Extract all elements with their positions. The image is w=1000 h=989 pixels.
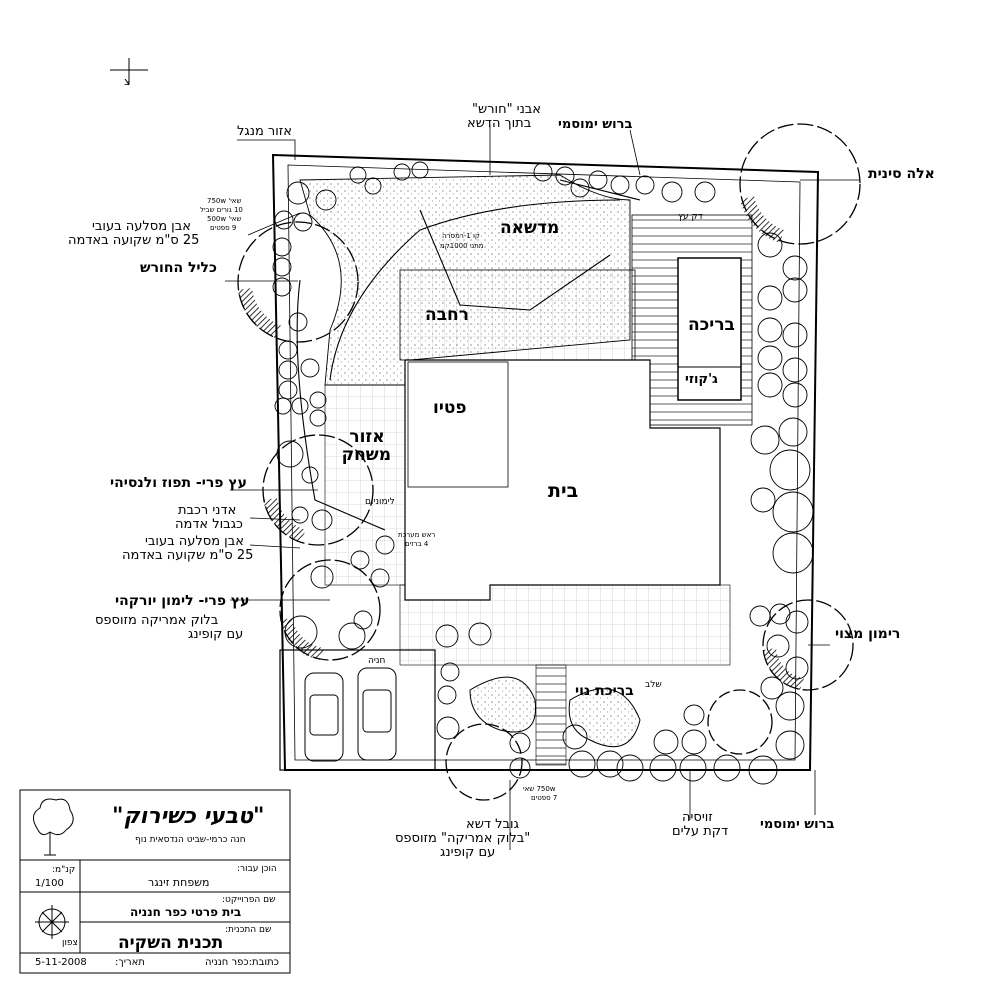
- flow-note-4: 9 ספטים: [210, 224, 237, 232]
- bbq-area-label: אזור מנגל: [237, 124, 292, 139]
- firm-name: "טבעי כשירוק": [112, 804, 265, 829]
- play-area-label: אזור משחק: [341, 427, 391, 465]
- pool-label: בריכה: [688, 315, 735, 335]
- tree-logo-icon: [33, 798, 74, 856]
- shrub-circles: [272, 161, 814, 785]
- site-boundary: [271, 153, 820, 771]
- lawn-sprinklers-line2: מתני 1000קמ: [440, 242, 484, 250]
- plan-label: שם התכנית:: [225, 925, 272, 935]
- orange-tree-label: עץ פרי- תפוז ולנסיהי: [110, 475, 247, 491]
- scale-label: קנ"מ:: [52, 865, 76, 875]
- date-value: 5-11-2008: [35, 957, 87, 968]
- stepping-stones-b-line1: אבן מסלעה בעובי: [145, 534, 244, 549]
- lawn-sprinklers-line1: קו 1-רמסרה: [442, 232, 480, 240]
- lawn-edge-line3: עם קופינג: [440, 845, 496, 860]
- deck-line2: דקת עלים: [672, 824, 729, 839]
- north-arrow-icon: [110, 58, 148, 84]
- prepared-for-value: משפחת זינגר: [148, 876, 210, 889]
- irrigation-lines: [296, 179, 641, 531]
- title-block-frame: [19, 789, 291, 974]
- wood-deck-label: דק עץ: [678, 212, 703, 222]
- project-value: בית פרטי כפר חנניה: [130, 905, 242, 919]
- bottom-flow-line1: 750w שאי: [523, 785, 556, 793]
- plan-value: תכנית השקיה: [118, 933, 224, 953]
- stepping-stones-a-line2: 25 ס"מ שקועה באדמה: [68, 233, 200, 248]
- flow-note-3: שאי' 500w: [207, 215, 242, 223]
- pomegranate-label: רימון מצוי: [835, 626, 901, 642]
- ornamental-pool-label: בריכת נוי: [575, 683, 634, 699]
- pistacia-label: אלה סינית: [868, 166, 935, 182]
- cypress-bottom-label: ברוש ימוסמי: [760, 817, 835, 832]
- north-mark: צ: [124, 75, 131, 88]
- tree-shadow-hatch: [238, 196, 804, 690]
- compass-icon: [35, 905, 69, 939]
- lawn-area: [299, 174, 631, 386]
- lawn-edge-line2: "בלוק אמריקה" מזוספס: [395, 831, 531, 846]
- address-label: כתובת:כפר חנניה: [205, 957, 279, 968]
- parking-area: [279, 649, 436, 771]
- flow-note-1: שאי' 750w: [207, 197, 242, 205]
- pool-outline: [677, 257, 742, 401]
- flow-note-2: 10 גורים שביל: [200, 206, 243, 214]
- patio-outline: [407, 361, 509, 488]
- lawn-edge-line1: גובל דשא: [466, 817, 519, 832]
- car-icon: [304, 667, 397, 762]
- prepared-for-label: הוכן עבור:: [237, 864, 277, 874]
- lemon-tree-label: עץ פרי- לימון יורקהי: [115, 593, 250, 609]
- valve-line1: ראש מערכת: [398, 531, 436, 539]
- cercis-label: כליל החורש: [140, 260, 217, 276]
- deck-line1: זויסיה: [682, 810, 713, 825]
- walkway: [535, 664, 567, 766]
- parking-gate-label: חניה: [368, 656, 386, 666]
- path-stones-line2: כגבול אדמה: [175, 517, 243, 532]
- date-label: תאריך:: [115, 957, 145, 968]
- stepping-stones-b-line2: 25 ס"מ שקועה באדמה: [122, 548, 254, 563]
- limonium-bed-label: שלב: [645, 680, 662, 690]
- project-label: שם הפרוייקט:: [222, 895, 276, 905]
- jacuzzi-label: ג'קוזי: [685, 372, 718, 387]
- patio-label: פטיו: [433, 398, 467, 418]
- ornamental-pool-right: [568, 688, 641, 748]
- lemon-block-line1: בלוק אמריקה מזוספס: [95, 613, 219, 628]
- plaza-label: רחבה: [425, 305, 469, 325]
- cypress-top-label: ברוש ימוסמי: [558, 117, 633, 132]
- path-stones-line1: אדני רכבת: [178, 503, 237, 518]
- scale-value: 1/100: [35, 878, 64, 889]
- firm-subtitle: חנה כרמי-שביט הנדסאית נוף: [135, 835, 246, 845]
- ornamental-pool-left: [469, 676, 537, 733]
- lawn-stones-line2: בתוך הדשא: [467, 116, 532, 131]
- house-label: בית: [548, 480, 579, 502]
- bottom-flow-line2: 7 ספטים: [531, 794, 558, 802]
- north-label: צפון: [62, 938, 78, 948]
- lawn-stones-line1: אבני "חורש": [472, 102, 541, 117]
- play-area-paving: [324, 384, 406, 586]
- leader-lines: [225, 125, 860, 850]
- stepping-stones-a-line1: אבן מסלעה בעובי: [92, 219, 191, 234]
- lemon-block-line2: עם קופינג: [188, 627, 244, 642]
- valve-line2: 4 ברזים: [405, 540, 429, 548]
- limonium-label: לימוניום: [365, 497, 395, 507]
- lawn-label: מדשאה: [500, 218, 560, 238]
